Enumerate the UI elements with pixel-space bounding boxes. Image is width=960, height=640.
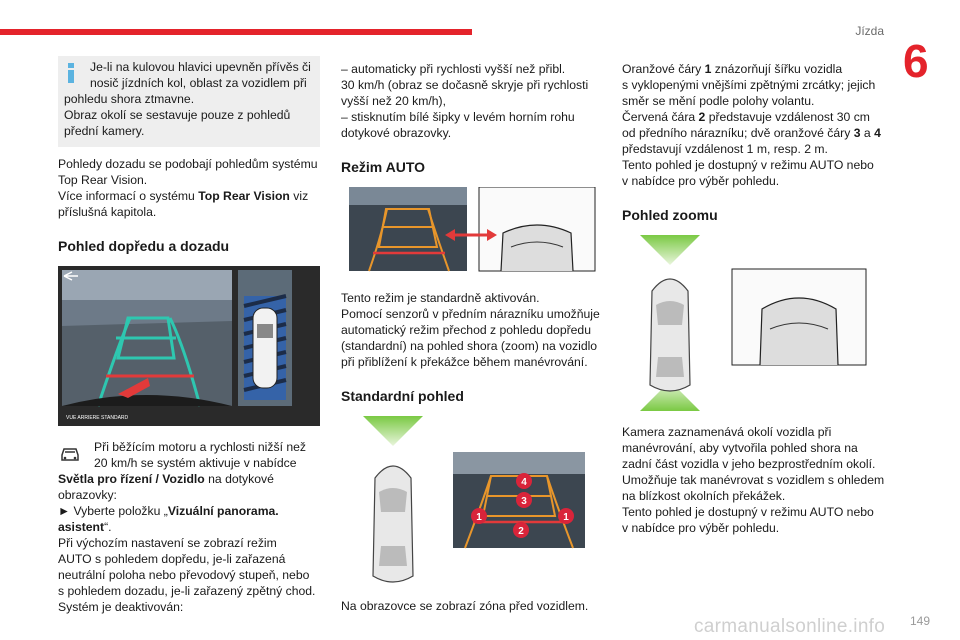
info-text: nosič jízdních kol, oblast za vozidlem p…: [90, 76, 307, 90]
svg-text:1: 1: [476, 512, 482, 523]
svg-text:4: 4: [521, 477, 527, 488]
info-text: přední kamery.: [64, 124, 145, 138]
marker-4: 4: [516, 473, 532, 489]
paragraph: příslušná kapitola.: [58, 205, 157, 219]
svg-text:1: 1: [563, 512, 569, 523]
screen-mode-label: VUE ARRIERE STANDARD: [66, 415, 129, 421]
info-text: pohledu shora ztmavne.: [64, 92, 195, 106]
info-box: Je-li na kulovou hlavici upevněn přívěs …: [58, 56, 320, 147]
paragraph: Více informací o systému Top Rear Vision…: [58, 189, 309, 203]
heading-front-rear: Pohled dopředu a dozadu: [58, 238, 230, 254]
car-note: Při běžícím motoru a rychlosti nižší než…: [58, 439, 320, 471]
paragraph: Top Rear Vision.: [58, 173, 148, 187]
chapter-number: 6: [903, 35, 929, 87]
column-1: Je-li na kulovou hlavici upevněn přívěs …: [58, 56, 320, 615]
watermark: carmanualsonline.info: [694, 616, 886, 637]
marker-3: 3: [516, 492, 532, 508]
svg-text:2: 2: [518, 526, 524, 537]
svg-text:3: 3: [521, 496, 527, 507]
column-3: Oranžové čáry 1 znázorňují šířku vozidla…: [622, 56, 890, 536]
info-text: Je-li na kulovou hlavici upevněn přívěs …: [90, 60, 311, 74]
car-icon: [61, 448, 79, 461]
info-icon: [66, 63, 76, 83]
heading-standard: Standardní pohled: [341, 388, 464, 404]
page-number: 149: [909, 614, 930, 628]
column-2: – automaticky při rychlosti vyšší než př…: [341, 56, 603, 614]
heading-zoom: Pohled zoomu: [622, 207, 718, 223]
header-accent-bar: [0, 29, 472, 35]
figure-standard-view: 4 3 1 1 2: [341, 416, 603, 596]
marker-1-right: 1: [558, 508, 574, 524]
info-text: Obraz okolí se sestavuje pouze z pohledů: [64, 108, 291, 122]
figure-auto-mode: [341, 186, 603, 281]
heading-auto: Režim AUTO: [341, 159, 426, 175]
figure-zoom-view: [622, 235, 890, 415]
figure-front-rear-screen: VUE ARRIERE STANDARD: [58, 266, 320, 430]
marker-1-left: 1: [471, 508, 487, 524]
marker-2: 2: [513, 522, 529, 538]
paragraph: Pohledy dozadu se podobají pohledům syst…: [58, 157, 318, 171]
section-title: Jízda: [855, 24, 884, 38]
